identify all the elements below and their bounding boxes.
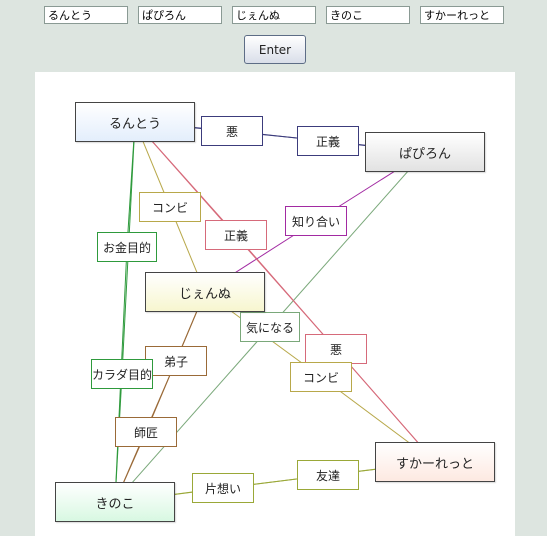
edge-label-12[interactable]: 師匠 (115, 417, 177, 447)
name-input-2[interactable] (138, 6, 222, 24)
edge-label-8[interactable]: 気になる (240, 312, 300, 342)
edge-label-10[interactable]: コンビ (290, 362, 352, 392)
node-runtou[interactable]: るんとう (75, 102, 195, 142)
edge-label-2[interactable]: 正義 (297, 126, 359, 156)
node-scarlett[interactable]: すかーれっと (375, 442, 495, 482)
name-input-1[interactable] (44, 6, 128, 24)
edge-label-5[interactable]: 知り合い (285, 206, 347, 236)
edge-label-14[interactable]: 友達 (297, 460, 359, 490)
edge-label-13[interactable]: 片想い (192, 473, 254, 503)
edge-label-11[interactable]: カラダ目的 (91, 359, 153, 389)
name-input-3[interactable] (232, 6, 316, 24)
node-jennu[interactable]: じぇんぬ (145, 272, 265, 312)
edge-label-9[interactable]: 悪 (305, 334, 367, 364)
edge-label-7[interactable]: 弟子 (145, 346, 207, 376)
node-kinoko[interactable]: きのこ (55, 482, 175, 522)
name-input-5[interactable] (420, 6, 504, 24)
relationship-graph: 悪正義コンビ正義知り合いお金目的弟子気になる悪コンビカラダ目的師匠片想い友達るん… (35, 72, 515, 536)
edge-label-1[interactable]: 悪 (201, 116, 263, 146)
node-papiron[interactable]: ぱぴろん (365, 132, 485, 172)
name-input-4[interactable] (326, 6, 410, 24)
edge-label-6[interactable]: お金目的 (97, 232, 157, 262)
edge-line-8-b (114, 326, 271, 503)
enter-button[interactable]: Enter (244, 35, 306, 64)
edge-label-3[interactable]: コンビ (139, 192, 201, 222)
edge-line-8-a (269, 151, 426, 328)
edge-label-4[interactable]: 正義 (205, 220, 267, 250)
